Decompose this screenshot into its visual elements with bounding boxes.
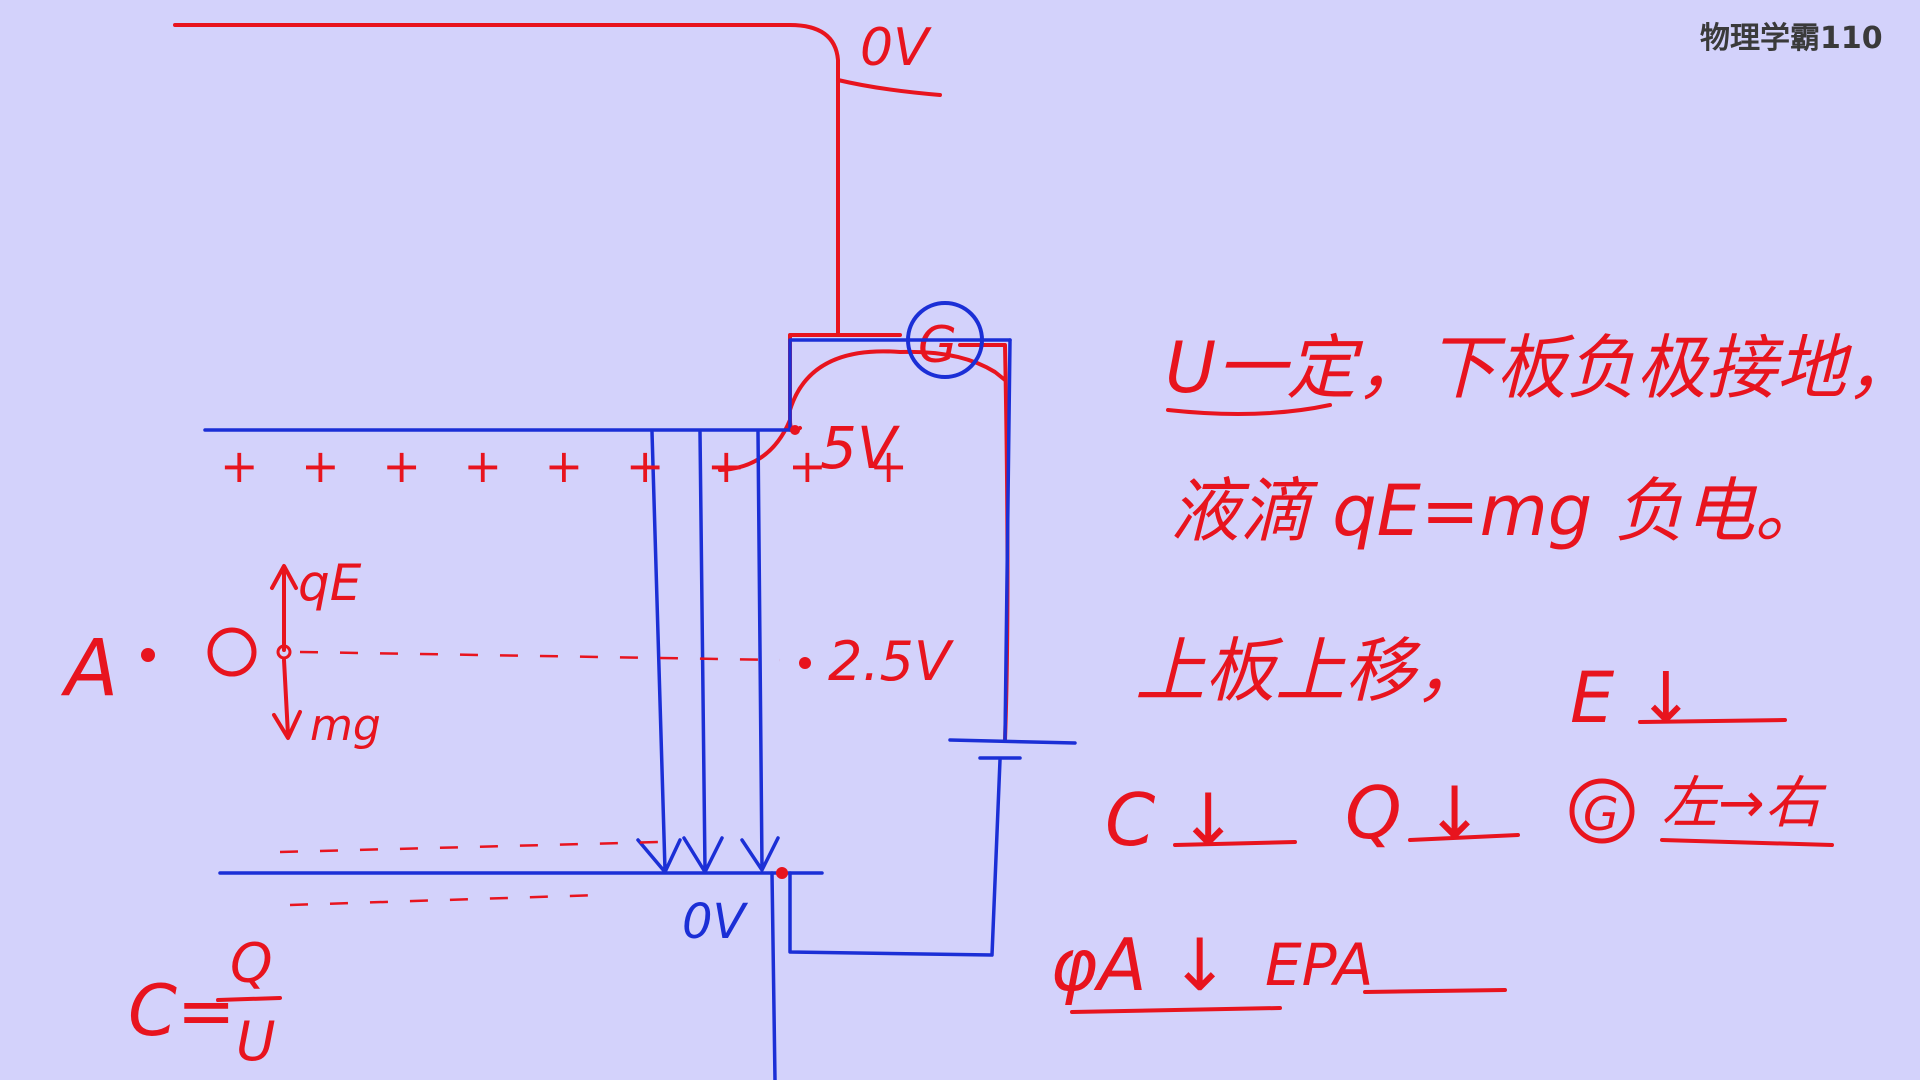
note-line-1-underline [1166, 403, 1332, 416]
force-up-label: qE [298, 554, 362, 612]
capacitance-denominator: U [236, 1010, 276, 1073]
top-voltage-label: 0V [860, 18, 932, 78]
note-c-decrease: C ↓ [1105, 778, 1239, 862]
note-direction-underline [1660, 838, 1834, 847]
note-potential-underline [1070, 1006, 1282, 1014]
note-galvanometer-label: G [1583, 787, 1619, 841]
top-voltage-underline [836, 78, 942, 97]
note-current-direction: 左→右 [1662, 771, 1827, 836]
note-galvanometer-circle [1569, 778, 1635, 844]
capacitance-fraction-bar [216, 996, 282, 1002]
force-up-arrow [270, 564, 298, 652]
field-line-2 [682, 430, 724, 874]
note-potential-energy-blank [1363, 988, 1507, 994]
field-line-1 [636, 430, 682, 874]
note-c-underline [1173, 840, 1297, 847]
mid-voltage: 2.5V [828, 630, 955, 693]
force-down-arrow [272, 658, 302, 740]
equipotential-line-mid [299, 650, 781, 662]
note-q-underline [1408, 833, 1520, 842]
capacitance-numerator: Q [230, 932, 273, 995]
mid-point [799, 657, 811, 669]
blue-circuit [203, 338, 1077, 1080]
galvanometer-label: G [918, 316, 957, 374]
note-potential-energy-a: EPA [1265, 931, 1373, 999]
watermark: 物理学霸110 [1700, 21, 1883, 56]
lower-plate-voltage: 0V [682, 894, 749, 950]
note-line-3-right: E ↓ [1570, 657, 1695, 739]
point-a-dot [141, 648, 155, 662]
equipotential-line-lower-2 [289, 893, 601, 907]
note-q-decrease: Q ↓ [1345, 771, 1485, 855]
field-line-3 [740, 430, 780, 872]
oil-droplet [207, 627, 257, 677]
note-line-3-left: 上板上移， [1135, 630, 1485, 712]
point-a-label: A [60, 624, 118, 714]
note-potential-a: φA ↓ [1050, 923, 1230, 1007]
plate-plus-charges: + + + + + + + + + [220, 439, 922, 493]
note-line-3-underline [1638, 718, 1787, 724]
equipotential-line-lower-1 [279, 840, 661, 854]
upper-plate-point [790, 425, 800, 435]
capacitance-lhs: C= [128, 970, 236, 1052]
lower-plate-point [776, 867, 788, 879]
battery-long-plate [948, 738, 1077, 745]
upper-plate-voltage: 5V [820, 414, 901, 482]
note-line-2: 液滴 qE=mg 负电。 [1170, 470, 1824, 552]
note-line-1: U一定，下板负极接地， [1165, 327, 1916, 409]
force-down-label: mg [310, 700, 381, 751]
